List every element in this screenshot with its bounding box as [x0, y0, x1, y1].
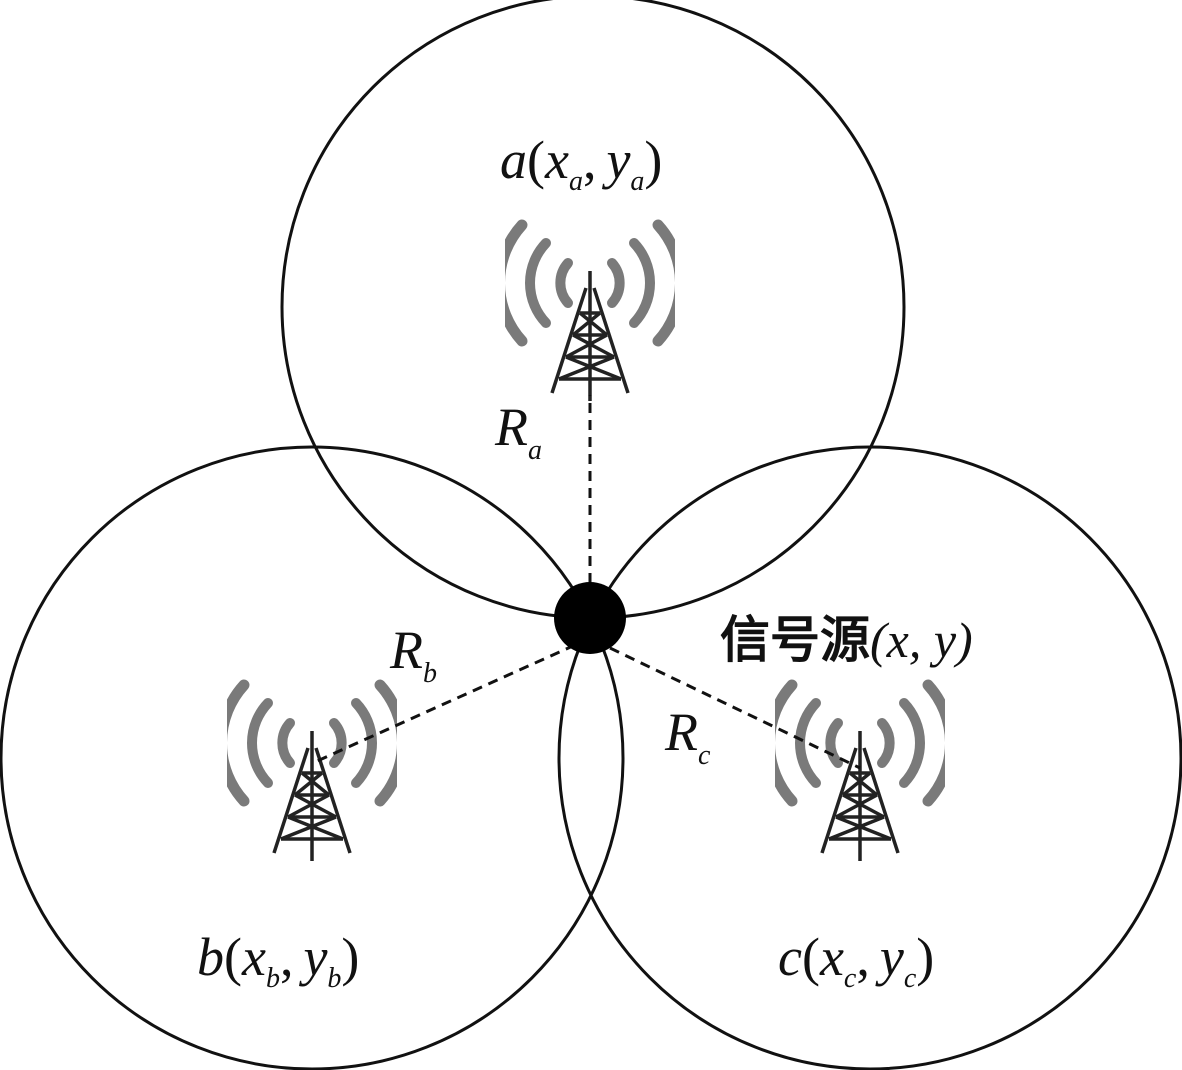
- station-c-label: c(xc,yc): [778, 927, 934, 994]
- radius-label-b: Rb: [389, 620, 437, 689]
- radius-label-a: Ra: [494, 397, 542, 466]
- signal-source-label: 信号源(x, y): [720, 611, 973, 669]
- coverage-circle-a: [280, 0, 906, 620]
- radio-tower-icon-a: [499, 225, 680, 401]
- station-b-label: b(xb,yb): [197, 927, 359, 994]
- distance-lines: [314, 395, 861, 770]
- radio-tower-icon-c: [769, 685, 950, 861]
- radius-label-c: Rc: [664, 702, 711, 771]
- distance-line-b: [314, 643, 576, 764]
- coverage-circle-c: [557, 445, 1182, 1070]
- signal-source-dot: [554, 582, 626, 654]
- coverage-circle-b: [0, 445, 625, 1070]
- radio-tower-icon-b: [221, 685, 402, 861]
- distance-line-c: [609, 646, 861, 770]
- station-a-label: a(xa,ya): [500, 130, 662, 197]
